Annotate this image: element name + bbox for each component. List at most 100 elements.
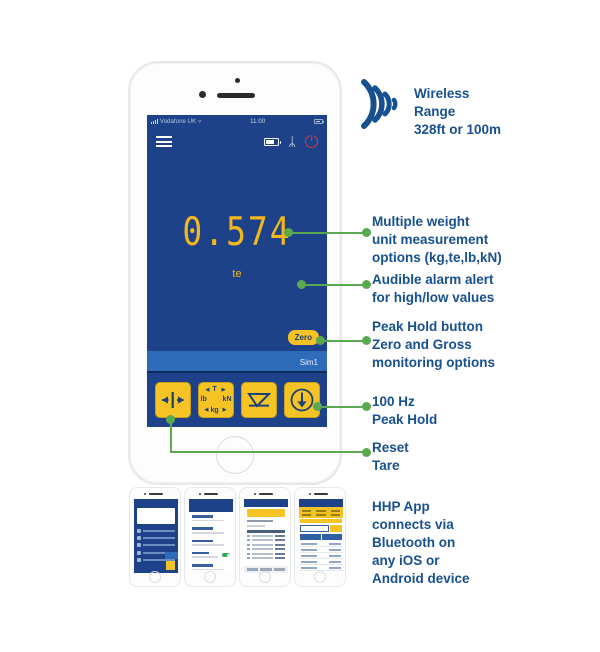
hamburger-menu-icon[interactable]: [156, 135, 172, 148]
thumb-list-row: [299, 547, 343, 553]
thumb-field-value: [192, 568, 225, 571]
annotation-reset: Reset Tare: [372, 439, 409, 475]
header-icons: ᛦ: [264, 135, 318, 148]
annotation-peak-hold-line-2: Zero and Gross: [372, 336, 472, 352]
status-time: 11:00: [250, 118, 266, 125]
thumb-table-row: [247, 548, 285, 551]
thumb-field-label: [192, 551, 209, 555]
thumb-summary-cell: [300, 508, 314, 517]
annotation-multi-unit: Multiple weight unit measurement options…: [372, 213, 502, 267]
sim-label: Sim1: [299, 357, 318, 367]
zero-button[interactable]: Zero: [287, 330, 319, 345]
phone-home-button[interactable]: [216, 436, 254, 474]
leader-dot-start-hz: [313, 402, 322, 411]
wireless-line-3: 328ft or 100m: [414, 121, 502, 137]
status-bar-left: Vodafone UK ▿: [151, 118, 201, 125]
thumb-speaker-icon: [204, 493, 218, 495]
leader-line-units: [289, 231, 367, 234]
phone-speaker-icon: [217, 93, 255, 98]
units-button[interactable]: T lb kN kg ◀ ▶ ◀ ▶: [197, 382, 234, 418]
thumb-home-button[interactable]: [204, 571, 216, 583]
thumb-footer-actions[interactable]: [244, 566, 288, 573]
thumb-section-subtitle: [247, 525, 265, 527]
down-arrow-circle-icon: [290, 388, 313, 412]
thumb-home-button[interactable]: [149, 571, 161, 583]
thumb-menu-item: [137, 529, 175, 533]
thumb-table-screen[interactable]: [294, 487, 346, 587]
leader-dot-end-units: [362, 228, 371, 237]
thumb-table-row: [247, 552, 285, 555]
thumb-field-label: [192, 527, 213, 530]
annotation-hz-line-2: Peak Hold: [372, 411, 438, 427]
thumb-status-bar: [189, 499, 233, 505]
thumb-menu-body: [134, 505, 178, 573]
annotation-peak-hold: Peak Hold button Zero and Gross monitori…: [372, 318, 495, 372]
annotation-app: HHP App connects via Bluetooth on any iO…: [372, 498, 470, 588]
thumb-menu-item: [137, 536, 175, 541]
thumb-logo-card: [137, 508, 175, 524]
annotation-reset-line-2: Tare: [372, 457, 400, 473]
wireless-line-1: Wireless: [414, 86, 470, 101]
leader-dot-start-alarm: [297, 280, 306, 289]
thumb-menu-item: [137, 550, 175, 555]
leader-dot-start-units: [284, 228, 293, 237]
wireless-line-2: Range: [414, 103, 456, 119]
thumbnail-phone-row: [129, 487, 346, 587]
sim-bar: Sim1: [147, 351, 327, 373]
unit-label-kg: kg: [210, 407, 219, 414]
thumb-speaker-icon: [149, 493, 163, 495]
bluetooth-icon[interactable]: ᛦ: [288, 134, 296, 149]
thumb-field-label: [192, 539, 213, 543]
annotation-app-line-5: Android device: [372, 570, 470, 586]
thumb-search-button[interactable]: [330, 525, 342, 532]
power-timer-icon[interactable]: [305, 135, 318, 148]
peak-chart-icon: [246, 393, 271, 408]
thumb-table-row: [247, 556, 285, 559]
status-bar-right: [314, 119, 324, 124]
thumb-home-button[interactable]: [314, 571, 326, 583]
weight-value: 0.574: [182, 208, 292, 255]
thumb-speaker-icon: [314, 493, 328, 495]
thumb-menu-screen[interactable]: [129, 487, 181, 587]
app-screen: Vodafone UK ▿ 11:00 ᛦ: [147, 115, 327, 427]
thumb-screen: [244, 499, 288, 573]
arrow-down-right-icon: ▶: [222, 407, 227, 413]
thumb-field-value: [192, 544, 225, 546]
leader-line-reset-vertical: [169, 419, 172, 452]
annotation-alarm-line-1: Audible alarm alert: [372, 272, 494, 287]
wireless-range-text: Wireless Range 328ft or 100m: [414, 76, 501, 138]
thumb-button-row[interactable]: [300, 534, 342, 540]
thumb-calibration-screen[interactable]: [239, 487, 291, 587]
thumb-search-input[interactable]: [300, 525, 329, 532]
app-header: ᛦ: [147, 128, 327, 155]
annotation-alarm: Audible alarm alert for high/low values: [372, 271, 494, 307]
thumb-section-title: [247, 520, 274, 522]
thumb-status-bar: [299, 499, 343, 507]
weight-unit: te: [232, 268, 242, 280]
thumb-settings-screen[interactable]: [184, 487, 236, 587]
annotation-peak-hold-line-1: Peak Hold button: [372, 319, 483, 334]
thumb-status-bar: [134, 499, 178, 505]
thumb-table-row: [247, 543, 285, 546]
peak-hold-button[interactable]: [240, 382, 277, 418]
arrow-up-right-icon: ▶: [221, 387, 226, 393]
thumb-search-row[interactable]: [300, 525, 342, 532]
unit-selector-icon: T lb kN kg ◀ ▶ ◀ ▶: [200, 385, 232, 415]
annotation-app-line-1: HHP App: [372, 499, 430, 514]
phone-mockup: Vodafone UK ▿ 11:00 ᛦ: [128, 61, 342, 485]
thumb-camera-icon: [199, 493, 201, 495]
reset-tare-button[interactable]: [283, 382, 320, 418]
reading-area: 0.574 te Zero: [147, 155, 327, 351]
annotation-hz: 100 Hz Peak Hold: [372, 393, 437, 429]
thumb-speaker-icon: [259, 493, 273, 495]
wireless-waves-icon: [361, 79, 398, 129]
signal-bars-icon: [151, 119, 158, 124]
thumb-toggle-switch[interactable]: [222, 553, 230, 558]
annotation-multi-unit-line-1: Multiple weight: [372, 214, 470, 229]
thumb-camera-icon: [309, 493, 311, 495]
thumb-camera-icon: [254, 493, 256, 495]
thumb-home-button[interactable]: [259, 571, 271, 583]
unit-label-kn: kN: [222, 396, 232, 403]
tare-button[interactable]: [154, 382, 191, 418]
